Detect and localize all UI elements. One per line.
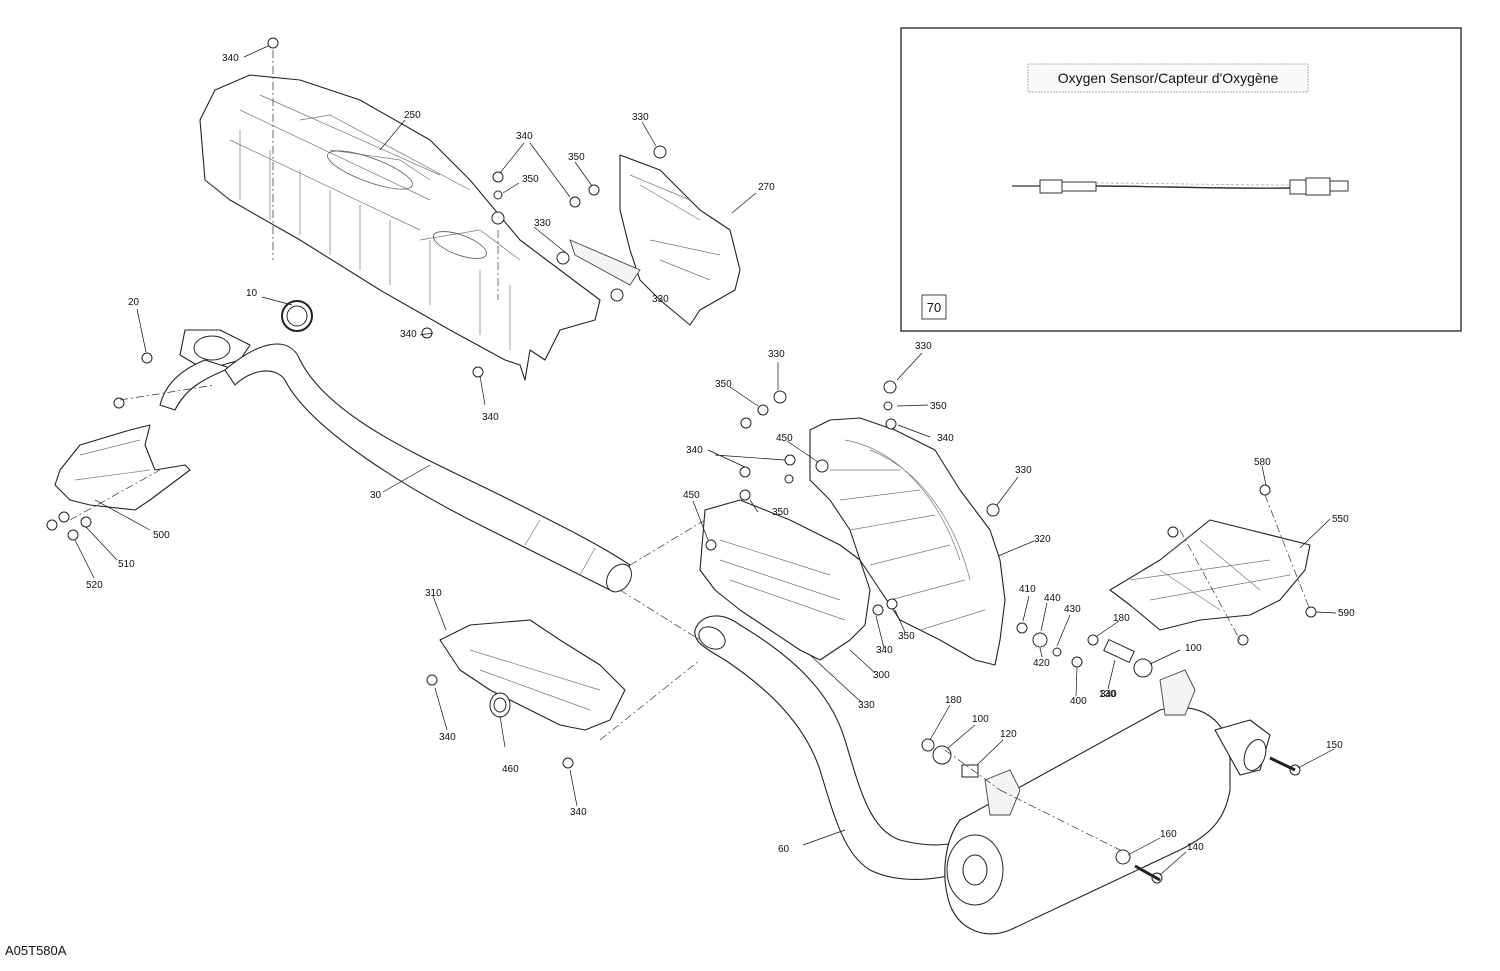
callout: 180 bbox=[1113, 613, 1130, 624]
callout: 340 bbox=[1100, 689, 1117, 700]
callout: 340 bbox=[876, 645, 893, 656]
fasteners bbox=[46, 37, 1317, 884]
shield-310 bbox=[439, 619, 626, 731]
callout: 450 bbox=[776, 433, 793, 444]
callout: 270 bbox=[758, 182, 775, 193]
callout: 310 bbox=[425, 588, 442, 599]
drawing-code: A05T580A bbox=[5, 943, 67, 958]
callout: 340 bbox=[570, 807, 587, 818]
callout: 120 bbox=[1000, 729, 1017, 740]
callout: 520 bbox=[86, 580, 103, 591]
callout: 500 bbox=[153, 530, 170, 541]
callout: 320 bbox=[1034, 534, 1051, 545]
callout: 340 bbox=[400, 329, 417, 340]
callout: 340 bbox=[439, 732, 456, 743]
callout: 350 bbox=[522, 174, 539, 185]
callout: 400 bbox=[1070, 696, 1087, 707]
pipe-30 bbox=[224, 343, 632, 593]
callout: 550 bbox=[1332, 514, 1349, 525]
callout: 330 bbox=[768, 349, 785, 360]
callout: 300 bbox=[873, 670, 890, 681]
callout: 340 bbox=[222, 53, 239, 64]
inset-ref-number: 70 bbox=[927, 300, 941, 315]
callout: 410 bbox=[1019, 584, 1036, 595]
leader-lines bbox=[74, 45, 1337, 876]
callout: 350 bbox=[772, 507, 789, 518]
heat-shield-250 bbox=[199, 74, 601, 381]
callout: 180 bbox=[945, 695, 962, 706]
callout: 10 bbox=[246, 288, 258, 299]
callout: 580 bbox=[1254, 457, 1271, 468]
callout-numbers: 340 250 340 350 350 330 330 270 330 20 1… bbox=[86, 53, 1355, 855]
callout: 250 bbox=[404, 110, 421, 121]
assembly-centerlines bbox=[69, 50, 1311, 851]
callout: 340 bbox=[686, 445, 703, 456]
grommet-460 bbox=[489, 692, 511, 718]
callout: 330 bbox=[652, 294, 669, 305]
callout: 440 bbox=[1044, 593, 1061, 604]
callout: 100 bbox=[972, 714, 989, 725]
callout: 140 bbox=[1187, 842, 1204, 853]
callout: 160 bbox=[1160, 829, 1177, 840]
callout: 340 bbox=[937, 433, 954, 444]
callout: 450 bbox=[683, 490, 700, 501]
callout: 510 bbox=[118, 559, 135, 570]
callout: 340 bbox=[516, 131, 533, 142]
callout: 420 bbox=[1033, 658, 1050, 669]
callout: 130 bbox=[1099, 689, 1116, 700]
muffler bbox=[944, 669, 1271, 935]
callout: 330 bbox=[915, 341, 932, 352]
inset-title: Oxygen Sensor/Capteur d'Oxygène bbox=[1058, 70, 1279, 86]
callout: 430 bbox=[1064, 604, 1081, 615]
callout: 60 bbox=[778, 844, 790, 855]
callout: 330 bbox=[534, 218, 551, 229]
callout: 350 bbox=[568, 152, 585, 163]
callout: 330 bbox=[632, 112, 649, 123]
heat-shield-270 bbox=[569, 154, 741, 326]
callout: 460 bbox=[502, 764, 519, 775]
callout: 100 bbox=[1185, 643, 1202, 654]
callout: 590 bbox=[1338, 608, 1355, 619]
callout: 30 bbox=[370, 490, 382, 501]
callout: 330 bbox=[1015, 465, 1032, 476]
heat-shield-320 bbox=[809, 417, 1006, 666]
callout: 340 bbox=[482, 412, 499, 423]
callout: 330 bbox=[858, 700, 875, 711]
oxygen-sensor-drawing bbox=[1012, 177, 1349, 196]
shield-500 bbox=[54, 424, 191, 511]
callout: 350 bbox=[930, 401, 947, 412]
oxygen-sensor-inset: Oxygen Sensor/Capteur d'Oxygène 70 bbox=[900, 27, 1462, 332]
shield-550 bbox=[1109, 519, 1311, 631]
callout: 350 bbox=[898, 631, 915, 642]
shield-300 bbox=[699, 499, 871, 661]
exhaust-manifold-20 bbox=[159, 329, 251, 411]
gasket-10 bbox=[281, 300, 313, 332]
callout: 20 bbox=[128, 297, 140, 308]
callout: 150 bbox=[1326, 740, 1343, 751]
callout: 350 bbox=[715, 379, 732, 390]
